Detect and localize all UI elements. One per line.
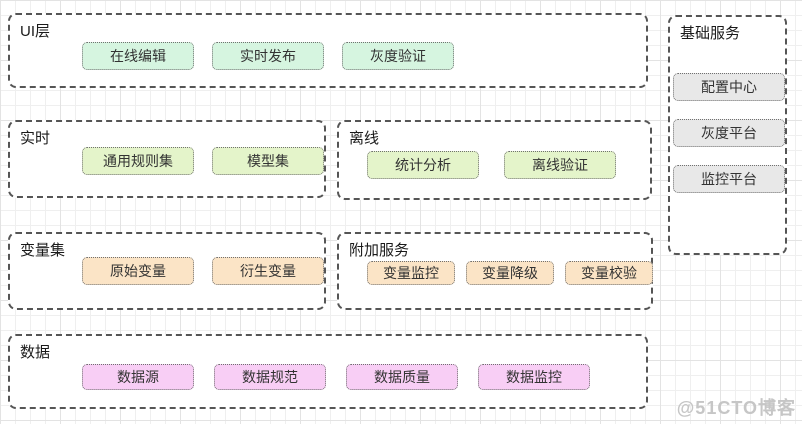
group-variable-set: 变量集 原始变量 衍生变量	[8, 232, 326, 310]
chip-row: 原始变量 衍生变量	[82, 257, 324, 285]
node-data-standard: 数据规范	[214, 364, 326, 390]
node-variable-downgrade: 变量降级	[466, 261, 554, 285]
node-model-set: 模型集	[212, 147, 324, 175]
group-base-services: 基础服务 配置中心 灰度平台 监控平台	[668, 15, 787, 255]
node-data-monitoring: 数据监控	[478, 364, 590, 390]
chip-column: 配置中心 灰度平台 监控平台	[673, 73, 785, 193]
node-data-source: 数据源	[82, 364, 194, 390]
node-gray-platform: 灰度平台	[673, 119, 785, 147]
node-gray-validation: 灰度验证	[342, 42, 454, 70]
group-ui-layer: UI层 在线编辑 实时发布 灰度验证	[8, 13, 648, 88]
chip-row: 统计分析 离线验证	[367, 151, 616, 179]
node-online-editing: 在线编辑	[82, 42, 194, 70]
chip-row: 变量监控 变量降级 变量校验	[367, 261, 653, 285]
group-data: 数据 数据源 数据规范 数据质量 数据监控	[8, 334, 648, 409]
node-monitoring-platform: 监控平台	[673, 165, 785, 193]
group-addon-services: 附加服务 变量监控 变量降级 变量校验	[337, 232, 653, 310]
group-title-base-services: 基础服务	[680, 25, 741, 42]
chip-row: 数据源 数据规范 数据质量 数据监控	[82, 364, 590, 390]
group-title-realtime: 实时	[20, 130, 51, 147]
node-general-ruleset: 通用规则集	[82, 147, 194, 175]
node-variable-check: 变量校验	[565, 261, 653, 285]
node-variable-monitoring: 变量监控	[367, 261, 455, 285]
node-config-center: 配置中心	[673, 73, 785, 101]
group-offline: 离线 统计分析 离线验证	[337, 120, 652, 200]
group-title-addon-services: 附加服务	[349, 242, 410, 259]
node-statistical-analysis: 统计分析	[367, 151, 479, 179]
group-title-variable-set: 变量集	[20, 242, 66, 259]
chip-row: 通用规则集 模型集	[82, 147, 324, 175]
group-title-offline: 离线	[349, 130, 380, 147]
node-original-variables: 原始变量	[82, 257, 194, 285]
group-title-data: 数据	[20, 344, 51, 361]
node-offline-validation: 离线验证	[504, 151, 616, 179]
group-realtime: 实时 通用规则集 模型集	[8, 120, 326, 198]
node-realtime-publish: 实时发布	[212, 42, 324, 70]
chip-row: 在线编辑 实时发布 灰度验证	[82, 42, 454, 70]
watermark-51cto: @51CTO博客	[676, 398, 796, 418]
node-derived-variables: 衍生变量	[212, 257, 324, 285]
node-data-quality: 数据质量	[346, 364, 458, 390]
group-title-ui-layer: UI层	[20, 23, 51, 40]
